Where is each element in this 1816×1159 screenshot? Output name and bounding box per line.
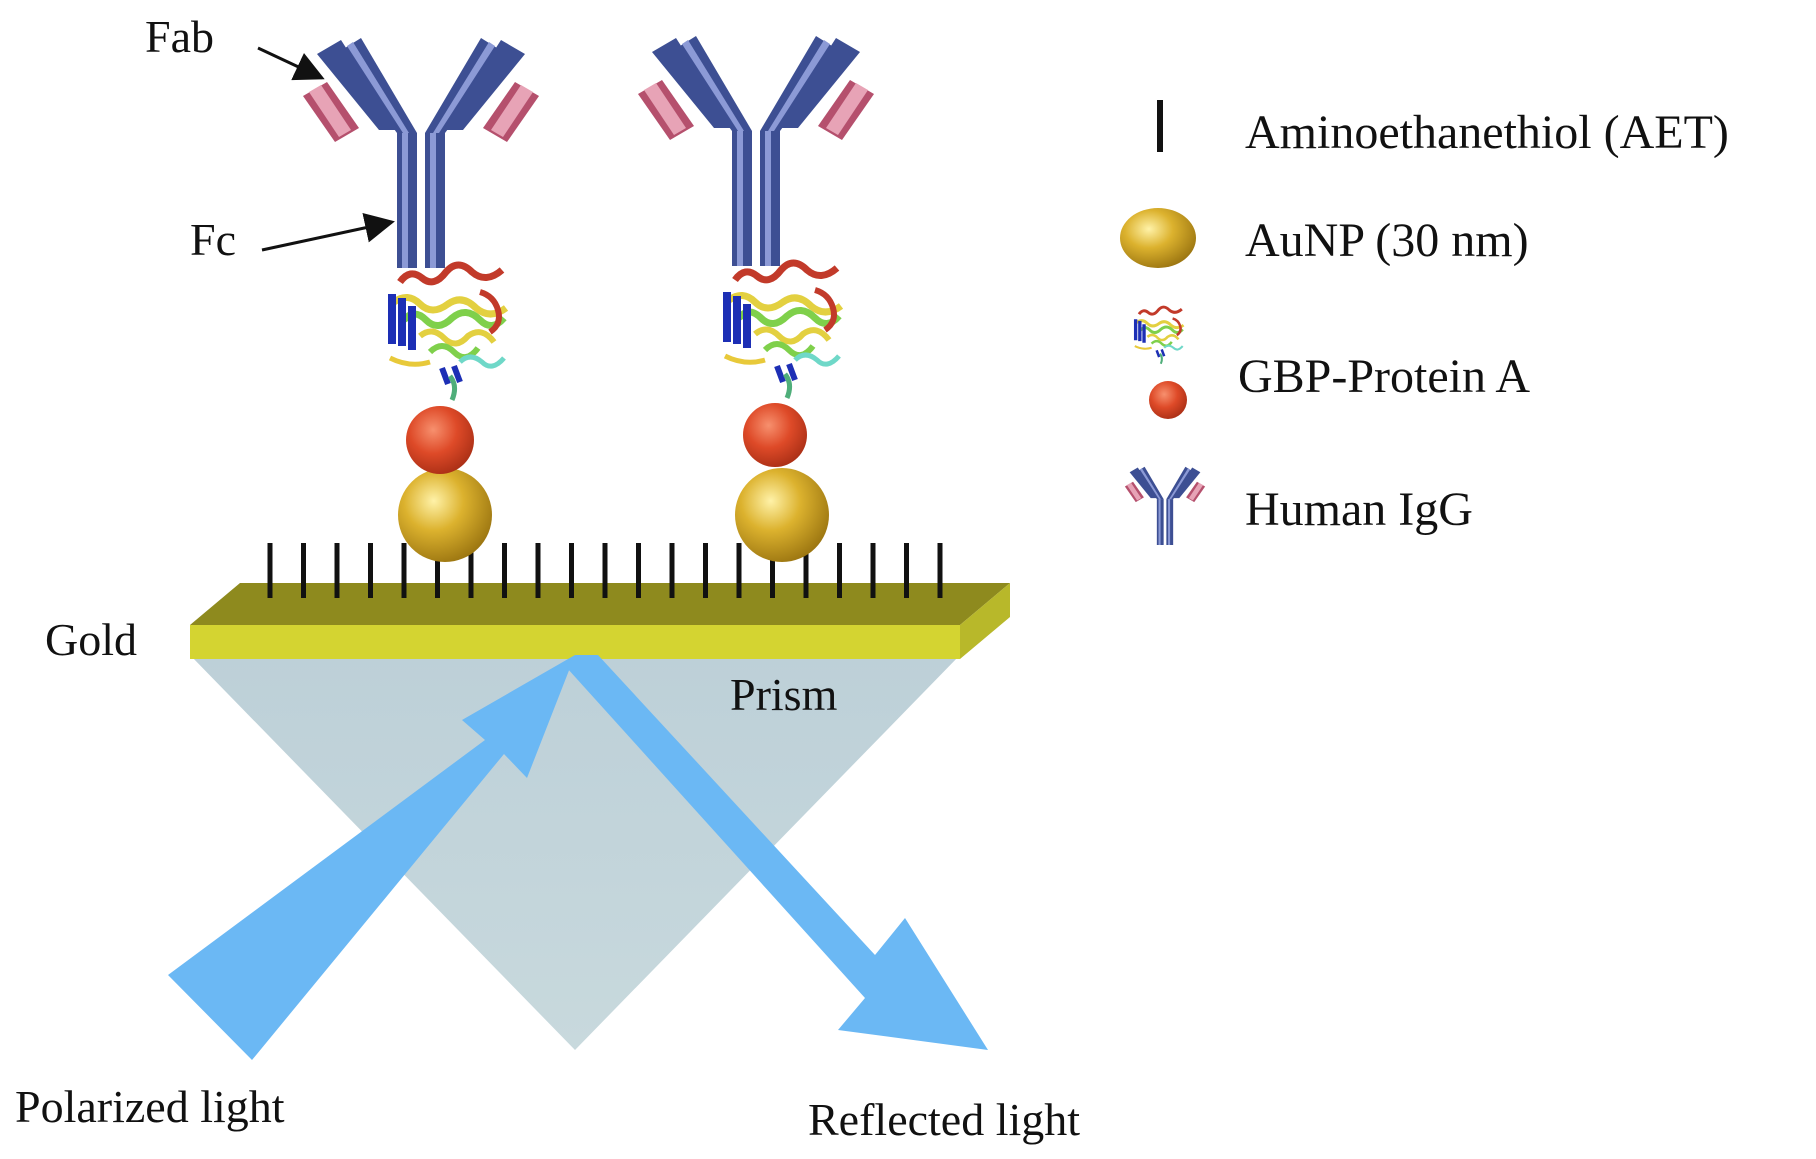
aunp-particle [398, 468, 492, 562]
gold-label: Gold [45, 614, 137, 665]
gold-layer-front [190, 625, 960, 659]
polarized-light-arrow [168, 655, 575, 1060]
reflected-light-arrow [567, 655, 988, 1050]
prism-body [190, 655, 960, 1050]
gold-layer-top [190, 583, 1010, 625]
gold-layer-right [960, 583, 1010, 659]
prism-label: Prism [730, 669, 838, 720]
legend-aet-label: Aminoethanethiol (AET) [1245, 106, 1729, 159]
gbp-protein-a-legend-icon [1133, 305, 1187, 419]
aet-linker-array [267, 543, 943, 598]
fc-label: Fc [190, 214, 236, 265]
polarized-light-label: Polarized light [15, 1081, 285, 1132]
gbp-domain [406, 406, 474, 474]
legend-igg-label: Human IgG [1245, 483, 1473, 536]
legend-gbp-label: GBP-Protein A [1238, 350, 1530, 403]
aunp-particle [735, 468, 829, 562]
human-igg-legend-icon [1124, 466, 1206, 545]
fc-pointer-arrow [261, 213, 395, 252]
human-igg-icon [638, 36, 874, 266]
legend-aunp-label: AuNP (30 nm) [1245, 214, 1529, 267]
fab-label: Fab [145, 11, 214, 62]
antibody-assembly-left [303, 38, 539, 562]
aunp-legend-icon [1120, 208, 1196, 268]
aet-legend-icon [1157, 100, 1163, 152]
reflected-light-label: Reflected light [808, 1094, 1080, 1145]
gbp-domain [743, 403, 807, 467]
fab-pointer-arrow [257, 46, 325, 81]
legend: Aminoethanethiol (AET) AuNP (30 nm) GBP-… [1120, 100, 1729, 545]
antibody-assembly-right [638, 36, 874, 562]
